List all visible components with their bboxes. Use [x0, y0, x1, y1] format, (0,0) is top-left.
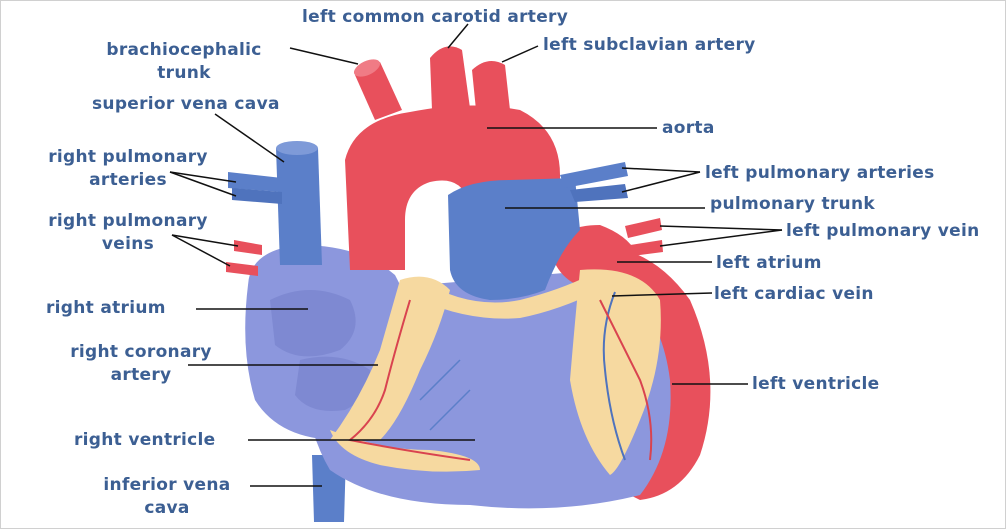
- label-right-pulm-veins-line2: veins: [24, 233, 232, 256]
- label-left-common-carotid-artery: left common carotid artery: [302, 6, 568, 29]
- leader-left-pulm-art-2: [622, 172, 700, 192]
- label-left-pulmonary-vein: left pulmonary vein: [786, 220, 980, 243]
- label-right-pulm-art-line1: right pulmonary: [24, 146, 232, 169]
- leader-brachiocephalic: [290, 48, 358, 64]
- label-brachiocephalic-line2: trunk: [78, 62, 290, 85]
- leader-left-subclavian: [502, 46, 538, 62]
- left-common-carotid-vessel: [430, 46, 470, 110]
- label-pulmonary-trunk: pulmonary trunk: [710, 193, 875, 216]
- label-right-pulm-art-line2: arteries: [24, 169, 232, 192]
- right-pulmonary-vein-lower: [226, 262, 258, 276]
- superior-vena-cava-opening: [276, 141, 318, 155]
- label-left-subclavian-artery: left subclavian artery: [543, 34, 756, 57]
- leader-left-pulm-art-1: [622, 168, 700, 172]
- label-brachiocephalic-line1: brachiocephalic: [78, 39, 290, 62]
- label-right-coronary-line1: right coronary: [46, 341, 236, 364]
- label-left-ventricle: left ventricle: [752, 373, 879, 396]
- label-inferior-vena-cava: inferior vena cava: [84, 474, 250, 520]
- label-left-atrium: left atrium: [716, 252, 822, 275]
- label-left-cardiac-vein: left cardiac vein: [714, 283, 874, 306]
- label-superior-vena-cava: superior vena cava: [92, 93, 280, 116]
- left-pulmonary-artery-lower: [570, 184, 628, 202]
- right-pulmonary-vein-upper: [234, 240, 262, 255]
- label-inferior-vena-cava-line1: inferior vena: [84, 474, 250, 497]
- label-right-pulmonary-arteries: right pulmonary arteries: [24, 146, 232, 192]
- left-pulmonary-artery-upper: [560, 162, 628, 188]
- right-atrium-fold: [270, 290, 356, 356]
- label-right-pulm-veins-line1: right pulmonary: [24, 210, 232, 233]
- leader-left-pulm-vein-1: [660, 226, 782, 230]
- left-pulmonary-vein-upper: [625, 218, 662, 238]
- leader-left-pulm-vein-2: [660, 230, 782, 246]
- label-right-pulmonary-veins: right pulmonary veins: [24, 210, 232, 256]
- label-right-ventricle: right ventricle: [74, 429, 216, 452]
- label-right-atrium: right atrium: [46, 297, 166, 320]
- label-right-coronary-line2: artery: [46, 364, 236, 387]
- label-inferior-vena-cava-line2: cava: [84, 497, 250, 520]
- label-aorta: aorta: [662, 117, 715, 140]
- label-right-coronary-artery: right coronary artery: [46, 341, 236, 387]
- label-brachiocephalic-trunk: brachiocephalic trunk: [78, 39, 290, 85]
- label-left-pulmonary-arteries: left pulmonary arteries: [705, 162, 935, 185]
- left-pulmonary-vein-lower: [630, 240, 663, 256]
- left-subclavian-vessel: [472, 61, 510, 110]
